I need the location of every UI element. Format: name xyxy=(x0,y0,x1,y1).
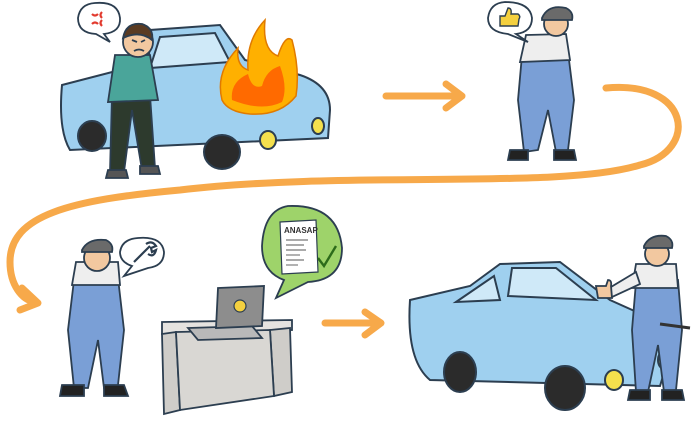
car-wheel xyxy=(77,120,107,152)
speech-bubble: ANASAP xyxy=(261,205,343,300)
laptop-icon xyxy=(186,285,265,341)
bubble-shape xyxy=(119,236,165,278)
panel-mechanic-agrees xyxy=(487,1,578,161)
document-lines xyxy=(286,239,308,266)
mechanic-overalls xyxy=(631,279,683,394)
desk-panel xyxy=(175,329,275,412)
man-shoe xyxy=(104,169,130,179)
wrench-icon xyxy=(659,322,691,330)
panel-mechanic-thinks xyxy=(58,236,165,397)
mechanic-cap xyxy=(643,234,674,249)
mechanic-boot xyxy=(103,384,130,397)
wrench-icon xyxy=(133,241,158,263)
headlight xyxy=(311,117,325,135)
headlight xyxy=(259,130,277,150)
mechanic-overalls xyxy=(67,277,125,390)
flame-inner xyxy=(231,66,285,107)
mechanic xyxy=(506,6,578,161)
mechanic-boot xyxy=(626,389,651,401)
panel-car-fixed xyxy=(408,234,691,411)
mechanic-cap xyxy=(81,238,114,253)
car-window xyxy=(452,274,502,304)
bubble-shape xyxy=(77,1,121,43)
man-shirt xyxy=(106,54,160,103)
fixed-car xyxy=(408,260,671,411)
arrowhead-icon xyxy=(16,284,42,314)
thumbs-up-icon xyxy=(499,7,521,27)
mechanic-boot xyxy=(553,149,578,161)
car-wheel xyxy=(203,134,241,170)
laptop-logo-icon xyxy=(233,299,247,313)
man-eyebrows xyxy=(131,39,146,43)
process-arrows xyxy=(6,80,682,339)
car-window xyxy=(506,267,600,302)
panel-laptop-order: ANASAP xyxy=(161,205,343,416)
arrowhead-icon xyxy=(361,308,385,339)
man-shoe xyxy=(139,165,162,175)
car-wheel xyxy=(544,365,586,411)
mechanic-overalls xyxy=(517,51,575,154)
arrowhead-icon xyxy=(442,80,466,112)
car-wheel xyxy=(443,351,477,393)
s-curve-path xyxy=(6,83,682,306)
mechanic-cap xyxy=(541,6,574,21)
man-hair xyxy=(121,22,154,42)
man-frown xyxy=(133,48,145,52)
document-sheet xyxy=(279,219,319,275)
happy-mechanic xyxy=(594,234,691,401)
panel-broken-car xyxy=(60,1,332,179)
speech-bubble xyxy=(77,1,121,43)
mechanic-boot xyxy=(661,389,686,401)
angry-man xyxy=(104,22,162,179)
car-window xyxy=(148,31,232,70)
speech-bubble xyxy=(119,236,165,278)
headlight xyxy=(604,369,624,391)
anger-symbol-icon xyxy=(91,11,103,27)
mechanic-boot xyxy=(58,384,85,397)
document-title: ANASAP xyxy=(284,226,318,235)
mechanic-shirt xyxy=(518,33,572,63)
mechanic xyxy=(58,238,130,397)
speech-bubble xyxy=(487,1,533,43)
checkmark-icon xyxy=(317,245,338,269)
fire-icon xyxy=(219,17,299,115)
mechanic-boot xyxy=(506,149,529,161)
thumbs-up-icon xyxy=(594,279,613,299)
